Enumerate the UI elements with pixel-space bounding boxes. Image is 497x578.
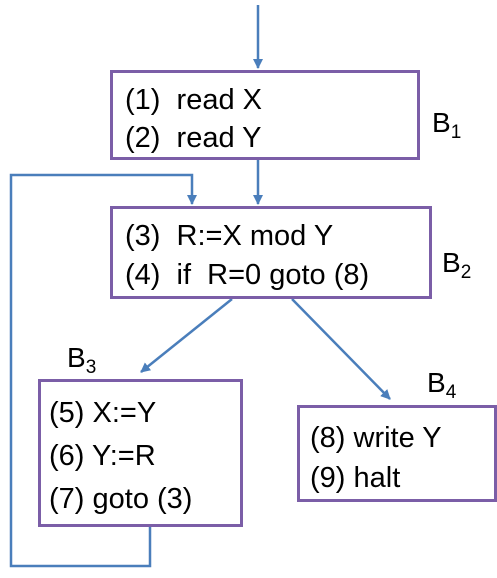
b3-label: B3 <box>67 342 97 378</box>
block-b2: (3) R:=X mod Y (4) if R=0 goto (8) <box>110 206 432 299</box>
b3-line-1: (5) X:=Y <box>49 397 157 429</box>
b1-line-1: (1) read X <box>125 84 262 116</box>
edge-b2-b4 <box>291 298 391 400</box>
edge-b2-b3 <box>140 298 233 373</box>
block-b3: (5) X:=Y (6) Y:=R (7) goto (3) <box>38 379 243 527</box>
b2-label: B2 <box>442 247 472 283</box>
b4-line-1: (8) write Y <box>310 422 442 454</box>
block-b4: (8) write Y (9) halt <box>297 405 497 502</box>
b1-line-2: (2) read Y <box>125 122 262 154</box>
b2-line-1: (3) R:=X mod Y <box>125 220 334 252</box>
b2-line-2: (4) if R=0 goto (8) <box>125 259 370 291</box>
b3-line-3: (7) goto (3) <box>49 483 193 515</box>
b4-line-2: (9) halt <box>310 462 401 494</box>
block-b1: (1) read X (2) read Y <box>110 70 420 160</box>
b4-label: B4 <box>427 367 457 403</box>
b1-label: B1 <box>432 107 462 143</box>
b3-line-2: (6) Y:=R <box>49 440 156 472</box>
edge-b3-back-b2 <box>9 173 197 568</box>
